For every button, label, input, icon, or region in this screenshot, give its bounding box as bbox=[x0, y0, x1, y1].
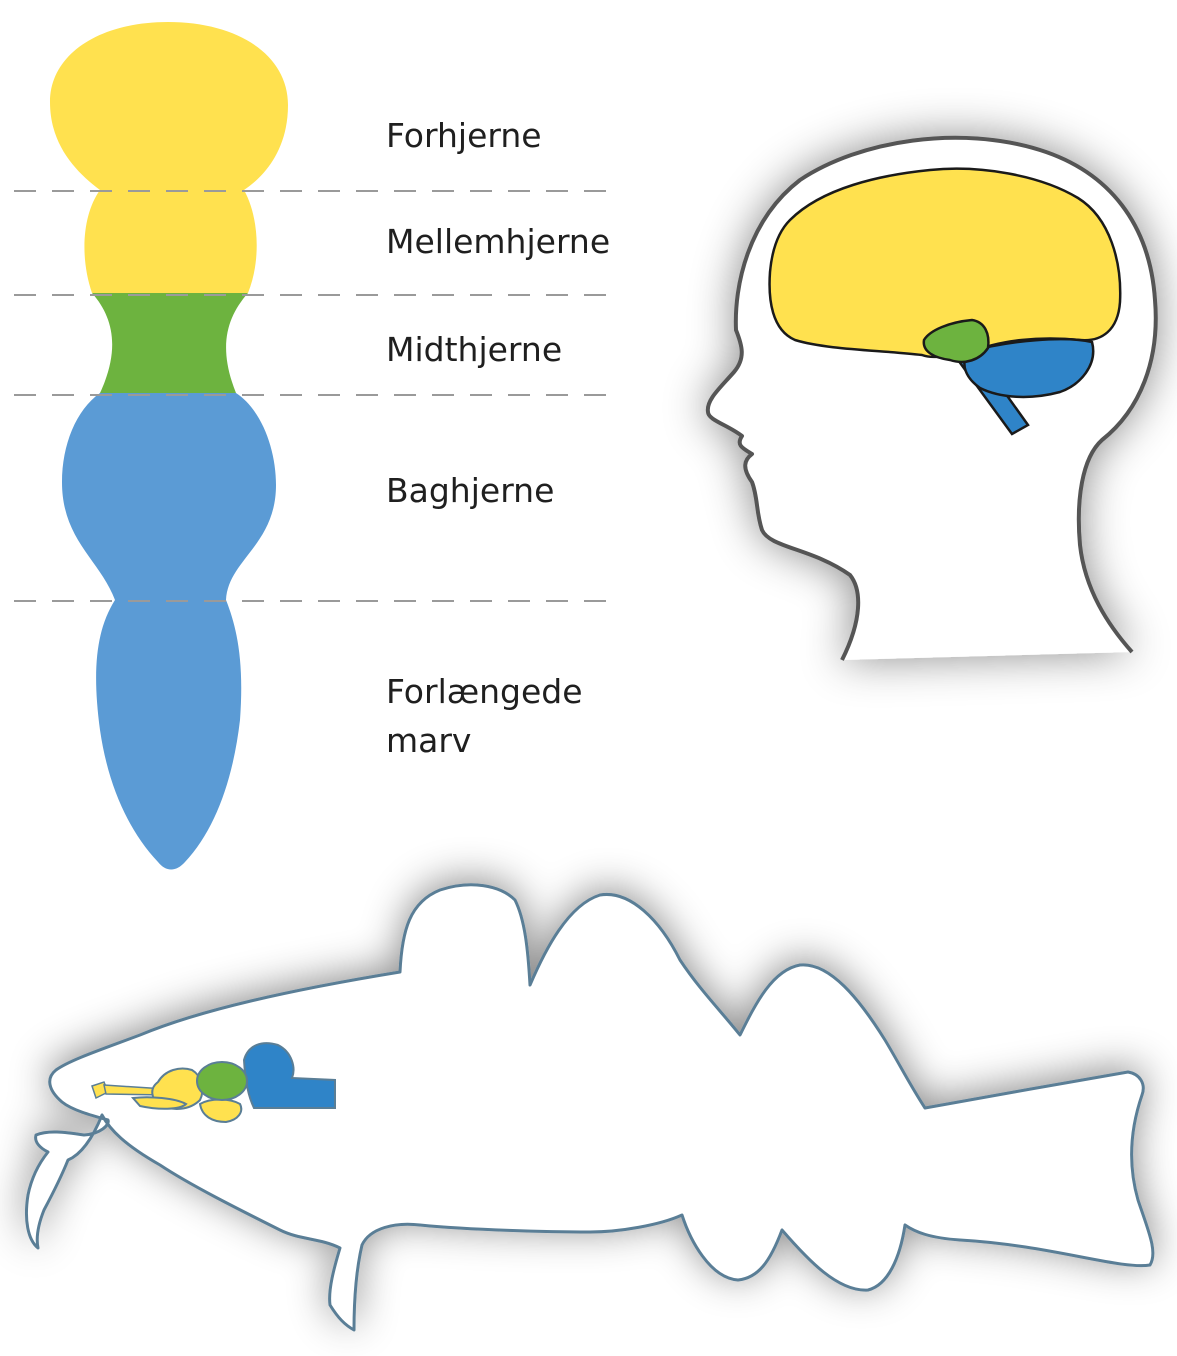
label-forebrain: Forhjerne bbox=[386, 116, 542, 155]
brain-tube bbox=[50, 22, 288, 870]
tube-forebrain-section bbox=[50, 22, 288, 293]
fish-outline bbox=[26, 885, 1152, 1330]
fish bbox=[26, 885, 1152, 1330]
tube-midbrain-section bbox=[92, 293, 248, 393]
region-labels: Forhjerne Mellemhjerne Midthjerne Baghje… bbox=[386, 116, 610, 760]
fish-midbrain bbox=[197, 1062, 247, 1100]
label-medulla-line2: marv bbox=[386, 721, 471, 760]
label-midbrain: Midthjerne bbox=[386, 330, 562, 369]
label-medulla-line1: Forlængede bbox=[386, 672, 583, 711]
human-head bbox=[708, 138, 1156, 660]
label-diencephalon: Mellemhjerne bbox=[386, 222, 610, 261]
label-hindbrain: Baghjerne bbox=[386, 471, 554, 510]
tube-hindbrain-section bbox=[62, 393, 276, 870]
